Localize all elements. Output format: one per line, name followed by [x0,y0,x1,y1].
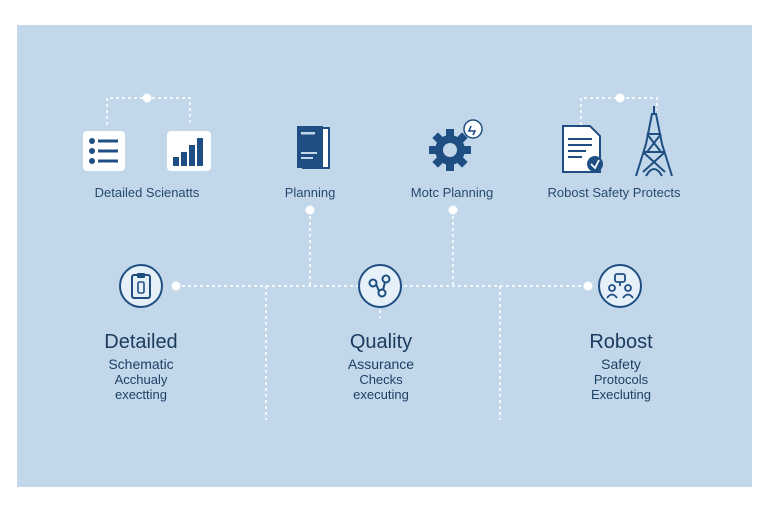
step-line: Protocols [593,372,649,387]
network-node [358,264,402,308]
team-node [598,264,642,308]
step-line: Checks [359,372,403,387]
gear-icon [429,119,483,171]
step-line: Acchualy [114,372,168,387]
diagram-panel [17,25,752,487]
bar-chart-icon [167,131,211,171]
step-detailed-schematic: Detailed Schematic Acchualy exectting [104,331,177,402]
step-quality-assurance: Quality Assurance Checks executing [348,331,414,402]
team-icon [606,273,634,299]
step-title: Detailed [104,331,178,353]
clipboard-icon [131,273,151,299]
step-subtitle: Schematic [108,356,174,372]
group-label-planning: Planning [284,185,336,200]
step-status: exectting [114,387,168,402]
clipboard-node [119,264,163,308]
tower-icon [635,106,673,177]
step-status: executing [353,387,409,402]
report-icon [562,125,603,173]
step-subtitle: Safety [601,356,641,372]
group-label-detailed: Detailed Scienatts [94,185,200,200]
step-title: Robost [589,331,653,353]
step-title: Quality [349,331,413,353]
group-label-motc-planning: Motc Planning [410,185,494,200]
step-status: Execluting [591,387,651,402]
documents-icon [297,126,330,169]
step-subtitle: Assurance [347,356,415,372]
checklist-icon [83,131,125,171]
network-icon [368,274,391,298]
step-robost-safety: Robost Safety Protocols Execluting [589,331,652,402]
group-label-safety: Robost Safety Protects [547,185,681,200]
